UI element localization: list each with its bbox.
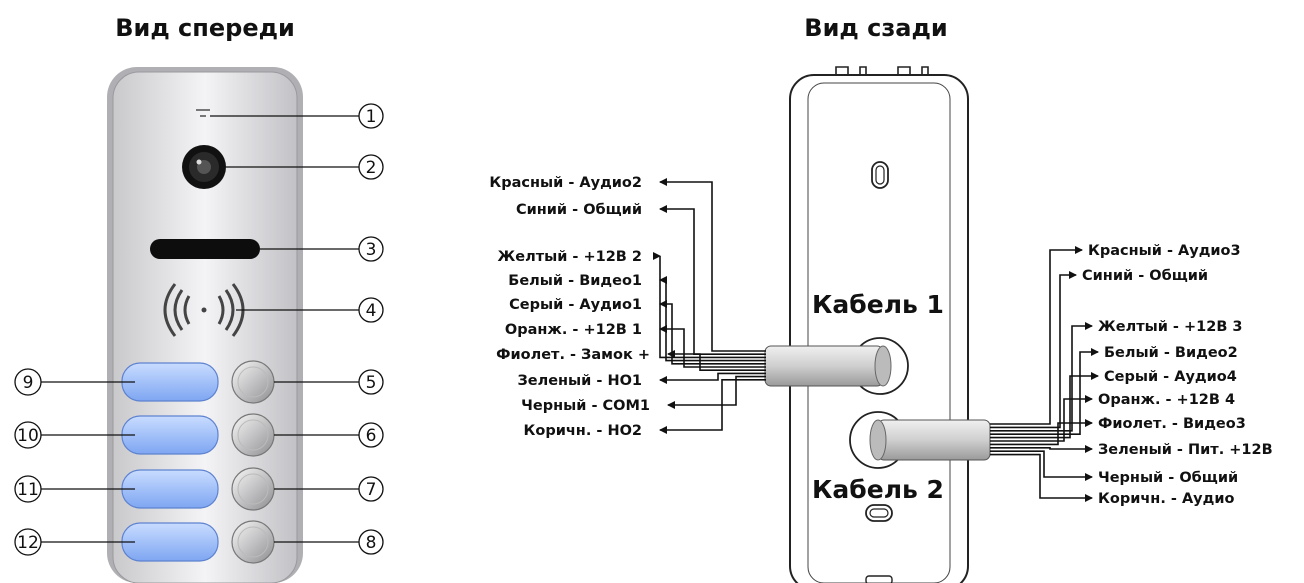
wire-label: Зеленый - Пит. +12В bbox=[1098, 442, 1273, 458]
wire-line bbox=[990, 445, 1093, 453]
callout-number: 1 bbox=[366, 107, 377, 127]
callout-marker bbox=[358, 236, 384, 262]
cable-1 bbox=[764, 337, 909, 395]
callout-marker bbox=[358, 422, 384, 448]
wire-line bbox=[990, 372, 1099, 439]
wire-line bbox=[659, 205, 766, 355]
wire-line bbox=[659, 178, 766, 352]
wire-label: Синий - Общий bbox=[1082, 268, 1208, 284]
name-window bbox=[121, 522, 219, 562]
back-panel bbox=[789, 66, 969, 583]
front-view-title: Вид спереди bbox=[115, 14, 295, 42]
wire-label: Зеленый - НО1 bbox=[517, 373, 642, 389]
name-window bbox=[121, 362, 219, 402]
wire-label: Оранж. - +12В 1 bbox=[505, 322, 642, 338]
callout-number: 7 bbox=[366, 480, 377, 500]
wire-label: Желтый - +12В 2 bbox=[497, 249, 642, 265]
call-button[interactable] bbox=[231, 467, 275, 511]
callout-number: 11 bbox=[17, 480, 39, 500]
microphone-icon bbox=[196, 109, 210, 117]
wire-line bbox=[659, 379, 766, 434]
wire-line bbox=[659, 325, 766, 368]
wire-label: Красный - Аудио2 bbox=[489, 175, 642, 191]
callout-number: 3 bbox=[366, 240, 377, 260]
wire-line bbox=[990, 395, 1093, 442]
callout-number: 12 bbox=[17, 533, 39, 553]
wire-label: Оранж. - +12В 4 bbox=[1098, 392, 1235, 408]
front-panel bbox=[107, 67, 303, 583]
wire-line bbox=[667, 375, 766, 409]
wire-label: Серый - Аудио1 bbox=[509, 297, 642, 313]
wire-label: Белый - Видео2 bbox=[1104, 345, 1238, 361]
wire-line bbox=[990, 246, 1083, 425]
wire-line bbox=[659, 300, 766, 365]
speaker-slot-icon bbox=[150, 239, 260, 259]
callout-marker bbox=[14, 368, 42, 396]
back-view-title: Вид сзади bbox=[804, 14, 947, 42]
name-window bbox=[121, 415, 219, 455]
callout-number: 9 bbox=[23, 373, 34, 393]
call-button[interactable] bbox=[231, 360, 275, 404]
wire-line bbox=[990, 271, 1077, 429]
callout-marker bbox=[358, 476, 384, 502]
callout-number: 4 bbox=[366, 301, 377, 321]
wire-line bbox=[659, 276, 766, 362]
callout-marker bbox=[358, 297, 384, 323]
cable-1-label: Кабель 1 bbox=[812, 290, 944, 319]
wire-label: Фиолет. - Видео3 bbox=[1098, 416, 1246, 432]
wire-label: Серый - Аудио4 bbox=[1104, 369, 1237, 385]
callout-number: 8 bbox=[366, 533, 377, 553]
wire-label: Коричн. - НО2 bbox=[524, 423, 643, 439]
callout-number: 5 bbox=[366, 373, 377, 393]
callout-marker bbox=[358, 369, 384, 395]
rfid-icon bbox=[163, 283, 245, 337]
callout-number: 10 bbox=[17, 426, 39, 446]
screw-hole-bottom-icon bbox=[865, 504, 893, 522]
wire-label: Фиолет. - Замок + bbox=[496, 347, 650, 363]
wire-label: Черный - Общий bbox=[1098, 470, 1238, 486]
wire-line bbox=[659, 372, 766, 384]
callout-marker bbox=[358, 154, 384, 180]
wire-line bbox=[990, 322, 1093, 432]
call-button[interactable] bbox=[231, 520, 275, 564]
wire-line bbox=[656, 255, 766, 359]
wire-label: Красный - Аудио3 bbox=[1088, 243, 1241, 259]
wire-label: Коричн. - Аудио bbox=[1098, 491, 1234, 507]
name-window bbox=[121, 469, 219, 509]
callout-number: 6 bbox=[366, 426, 377, 446]
wire-label: Синий - Общий bbox=[516, 202, 642, 218]
callout-marker bbox=[14, 528, 42, 556]
wire-label: Черный - COM1 bbox=[521, 398, 650, 414]
wire-line bbox=[990, 453, 1093, 502]
callout-number: 2 bbox=[366, 158, 377, 178]
wire-line bbox=[990, 450, 1093, 481]
wire-line bbox=[990, 348, 1099, 435]
callout-marker bbox=[14, 475, 42, 503]
wire-line bbox=[990, 419, 1093, 446]
wire-label: Желтый - +12В 3 bbox=[1098, 319, 1243, 335]
callout-marker bbox=[358, 529, 384, 555]
cable-2 bbox=[849, 411, 991, 469]
callout-marker bbox=[14, 421, 42, 449]
wire-line bbox=[667, 350, 766, 371]
wire-label: Белый - Видео1 bbox=[508, 273, 642, 289]
cable-2-label: Кабель 2 bbox=[812, 475, 944, 504]
callout-marker bbox=[358, 103, 384, 129]
screw-hole-top-icon bbox=[871, 161, 889, 189]
camera-icon bbox=[182, 145, 226, 189]
call-button[interactable] bbox=[231, 413, 275, 457]
